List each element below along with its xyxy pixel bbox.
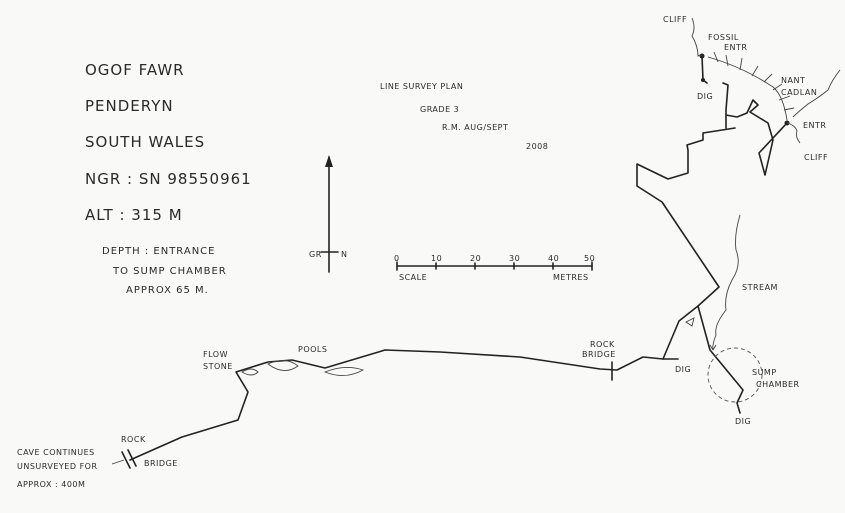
valley-hatching [713,51,795,111]
label-cliff-right: Cliff [804,153,828,162]
valley-edge [707,56,788,121]
continues-pointer [111,459,125,465]
label-continues-2: unsurveyed for [17,462,98,471]
label-fossil: Fossil [708,33,739,42]
survey-info-2: Grade 3 [420,105,459,114]
cliff-line-top [691,17,703,57]
scale-label: Scale [399,273,427,282]
dig-dot [701,78,705,82]
depth-line-3: approx 65 m. [126,285,209,296]
depth-line-2: to Sump Chamber [112,266,227,277]
label-rock-left: Rock [121,435,146,444]
label-entr: Entr [803,121,826,130]
label-nant: Nant [781,76,805,85]
scale-tick-50: 50 [584,254,595,263]
label-dig-top: Dig [697,92,713,101]
label-pools: Pools [298,345,327,354]
scale-units-label: Metres [553,273,589,282]
label-rock-bridge-1: Rock [590,340,615,349]
depth-line-1: Depth : Entrance [102,246,215,257]
top-loop-line [725,99,788,176]
scale-tick-10: 10 [431,254,442,263]
north-n-label: N [341,250,347,259]
label-stone: Stone [203,362,233,371]
location: Penderyn [85,97,174,115]
passage-detail [685,317,695,327]
label-sump: Sump [752,368,777,377]
label-stream: Stream [742,283,778,292]
pool-3 [323,367,365,376]
label-fossil-entr: Entr [724,43,747,52]
grid-reference: NGR : SN 98550961 [85,170,252,188]
label-cadlan: Cadlan [781,88,817,97]
label-flow: Flow [203,350,228,359]
sump-chamber-outline [707,347,763,403]
altitude: Alt : 315 m [85,206,183,224]
scale-bar [396,261,593,271]
label-rock-bridge-2: Bridge [582,350,616,359]
label-continues-3: approx : 400m [17,480,85,489]
rock-bridge-left-mark-1 [121,451,131,469]
scale-tick-0: 0 [394,254,400,263]
north-arrow-icon [320,155,339,273]
cliff-line-right [786,122,801,144]
region: South Wales [85,133,205,151]
label-chamber: Chamber [756,380,800,389]
pool-1 [241,368,259,376]
sump-branch-line [697,305,744,414]
cave-name: Ogof Fawr [85,61,185,79]
north-gr-label: GR [309,250,322,259]
survey-info-3: R.M. Aug/Sept [442,123,508,132]
scale-tick-20: 20 [470,254,481,263]
survey-info-1: Line Survey Plan [380,82,463,91]
label-dig-mid: Dig [675,365,691,374]
label-bridge-left: Bridge [144,459,178,468]
main-survey-line [129,127,736,461]
rock-bridge-left-mark-2 [127,449,137,467]
label-continues-1: Cave continues [17,448,95,457]
stream-line [709,214,741,351]
scale-tick-30: 30 [509,254,520,263]
pool-2 [267,360,299,371]
label-dig-bottom: Dig [735,417,751,426]
scale-tick-40: 40 [548,254,559,263]
survey-info-4: 2008 [526,142,548,151]
top-branch-line [722,82,729,129]
label-cliff-top: Cliff [663,15,687,24]
nant-cadlan-stream [792,69,841,118]
